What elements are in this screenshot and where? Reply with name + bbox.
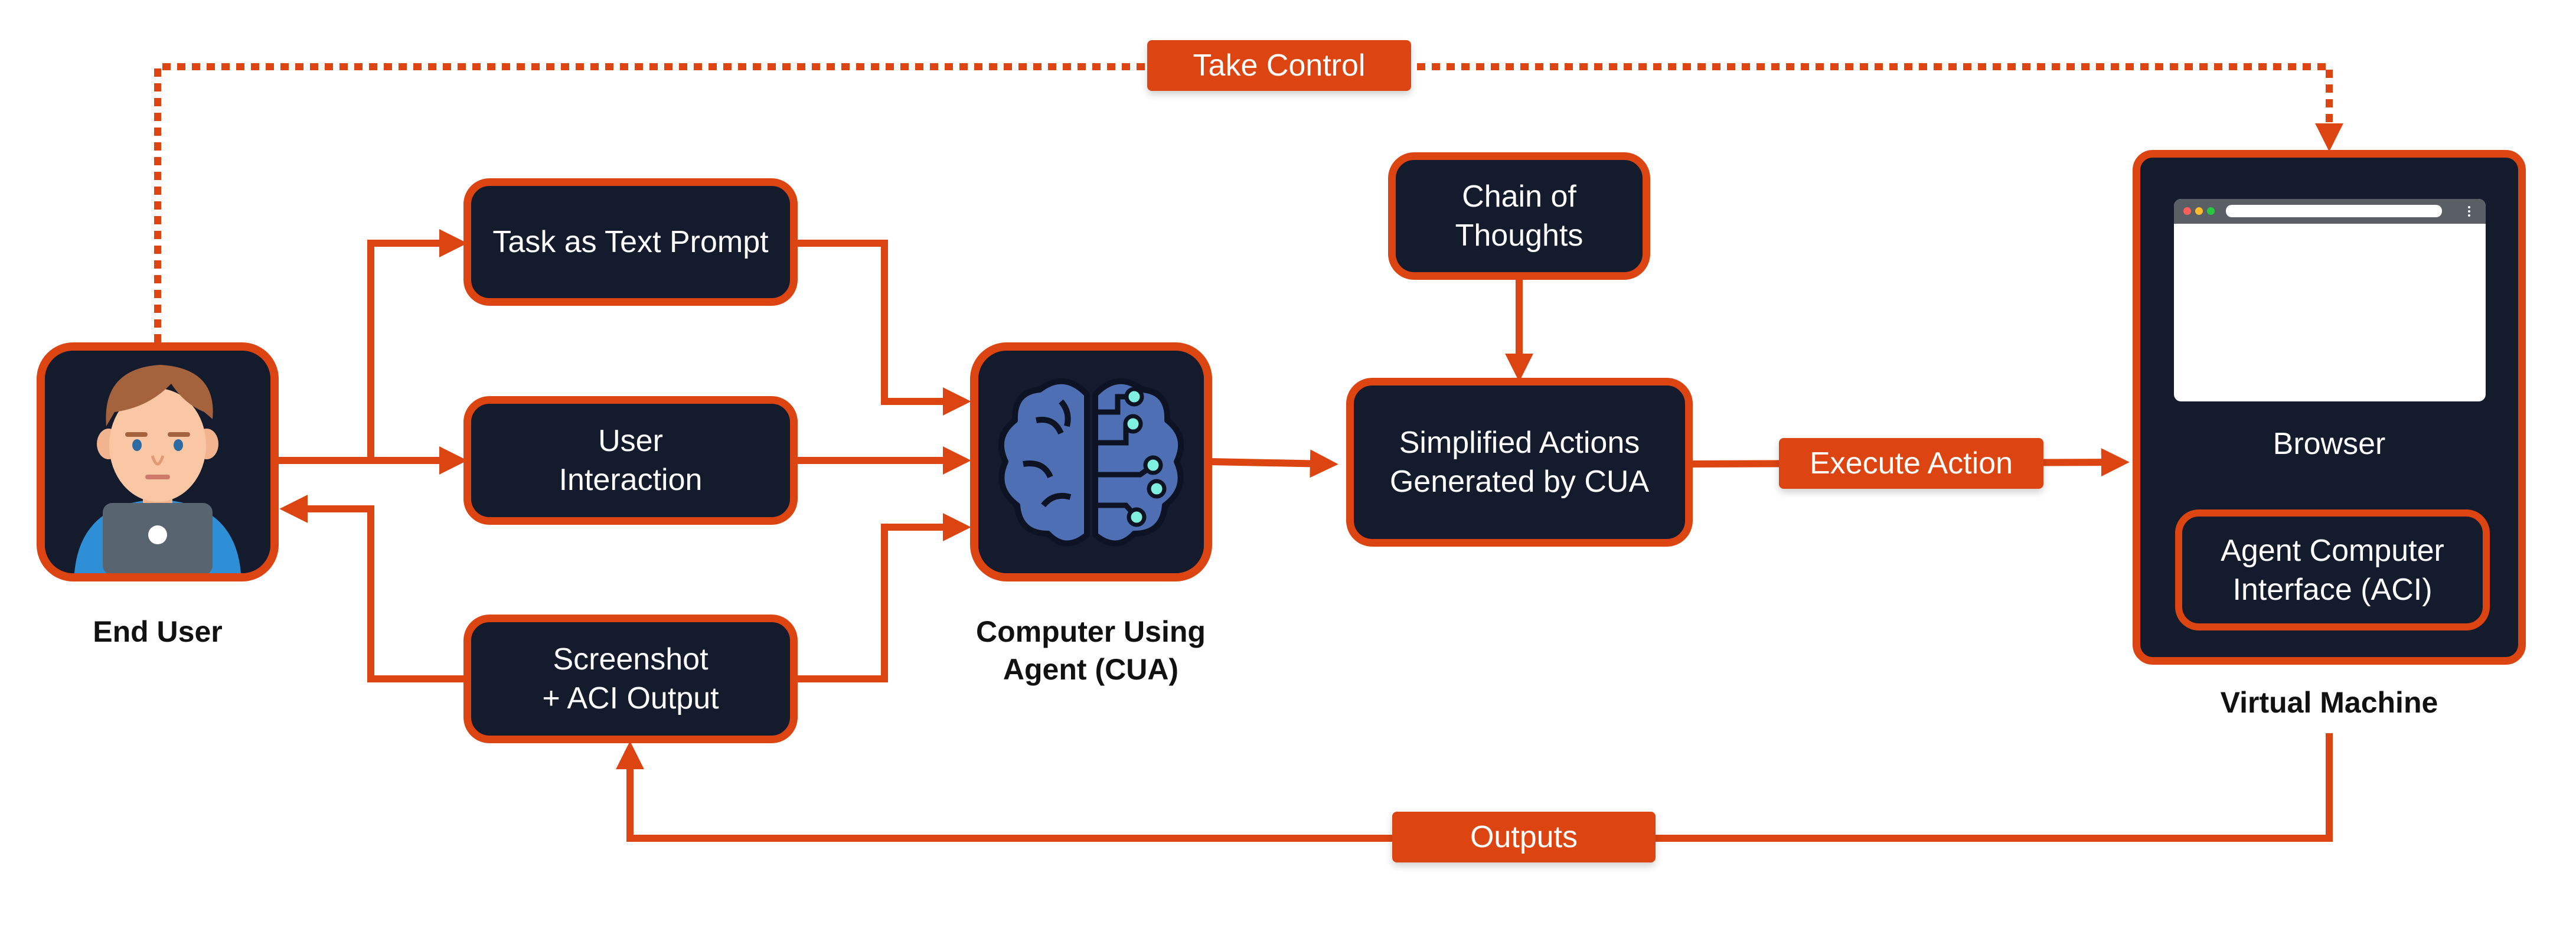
brain-circuit-icon (978, 351, 1204, 573)
browser-label: Browser (2273, 427, 2386, 461)
execute-action-label: Execute Action (1779, 438, 2043, 489)
screenshot-to-user-connector (279, 495, 466, 682)
user-with-laptop-icon (45, 351, 270, 573)
virtual-machine-box: Browser Agent Computer Interface (ACI) (2133, 150, 2526, 665)
end-user-label: End User (93, 615, 223, 648)
take-control-label: Take Control (1147, 40, 1411, 91)
cua-to-actions-connector (1210, 449, 1338, 478)
user-to-task-connector (367, 229, 468, 460)
aci-box: Agent Computer Interface (ACI) (2175, 509, 2490, 630)
screenshot-aci-output-box: Screenshot + ACI Output (463, 615, 798, 743)
cua-tile (970, 342, 1212, 581)
end-user-tile (37, 342, 279, 581)
cua-label: Computer Using Agent (CUA) (976, 615, 1206, 686)
outputs-label: Outputs (1392, 812, 1656, 862)
task-to-cua-connector (795, 240, 971, 416)
virtual-machine-label: Virtual Machine (2220, 686, 2438, 719)
task-prompt-box: Task as Text Prompt (463, 178, 798, 306)
simplified-actions-box: Simplified Actions Generated by CUA (1346, 378, 1693, 547)
screenshot-to-cua-connector (795, 513, 971, 682)
browser-window-icon (2174, 199, 2486, 401)
user-interaction-box: User Interaction (463, 396, 798, 525)
chain-of-thoughts-box: Chain of Thoughts (1388, 152, 1650, 280)
